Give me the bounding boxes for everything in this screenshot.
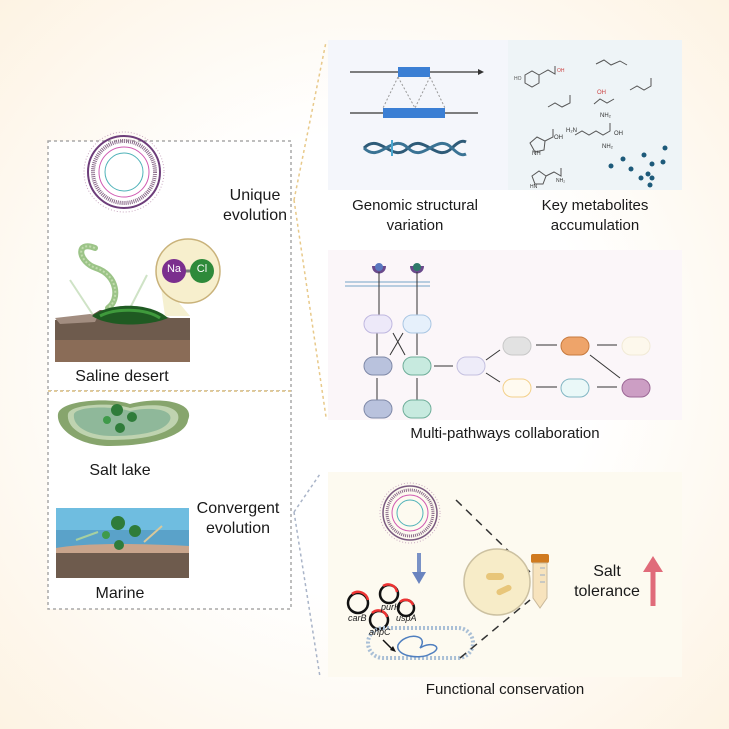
unique-connector-bottom (293, 199, 327, 418)
tube-icon (531, 554, 549, 609)
salt-tolerance-label: Salt tolerance (572, 562, 642, 602)
saline-desert-label: Saline desert (75, 368, 169, 385)
convergent-connector-top (293, 473, 321, 513)
genomic-caption-line1: Genomic structural (352, 197, 478, 214)
plasmid-icons (346, 583, 416, 631)
saline-desert-illustration (55, 243, 190, 362)
metabolite-label-ho: HO (514, 76, 522, 82)
metabolite-label-hn: HN (530, 184, 538, 190)
na-atom-label: Na (166, 263, 182, 275)
convergent-label-line1: Convergent (196, 500, 280, 517)
up-arrow-icon (643, 556, 663, 606)
metabolite-label-h2n: H₂N (566, 128, 577, 134)
metabolite-label-oh-4: OH (614, 131, 623, 137)
circular-genome-small-icon (379, 482, 441, 544)
pathways-caption: Multi-pathways collaboration (410, 425, 600, 442)
metabolites-caption-line1: Key metabolites (541, 197, 649, 214)
unique-evolution-label: Unique evolution (205, 186, 305, 226)
functional-caption: Functional conservation (425, 681, 585, 698)
bacterial-cell-icon (366, 626, 475, 660)
gene-label-purh: purH (381, 602, 401, 612)
metabolite-label-oh-2: OH (597, 90, 606, 96)
metabolite-structures (524, 59, 652, 185)
metabolite-label-oh-3: OH (554, 135, 563, 141)
metabolite-label-oh-1: OH (557, 68, 565, 74)
structural-variation-diagram (350, 67, 484, 118)
metabolites-caption: Key metabolites accumulation (515, 196, 675, 236)
metabolite-dots (608, 145, 668, 188)
salt-lake-label: Salt lake (89, 462, 151, 479)
metabolite-label-nh2-1: NH₂ (600, 113, 611, 119)
convergent-connector-bottom (293, 511, 321, 678)
unique-connector-top (293, 41, 327, 201)
petri-dish-icon (463, 548, 531, 616)
metabolite-label-nh2-3: NH₂ (556, 178, 566, 184)
metabolite-label-nh2-2: NH₂ (602, 144, 613, 150)
salt-tolerance-line1: Salt (593, 563, 621, 580)
convergent-evolution-label: Convergent evolution (183, 499, 293, 539)
cl-atom-label: Cl (196, 263, 208, 275)
circular-genome-icon (83, 131, 165, 213)
down-arrow-icon (412, 553, 426, 584)
gene-label-carb: carB (348, 613, 367, 623)
gene-label-uspa: uspA (396, 613, 417, 623)
salt-tolerance-line2: tolerance (574, 583, 640, 600)
salt-lake-illustration (57, 400, 190, 446)
marine-label: Marine (95, 585, 145, 602)
genomic-caption-line2: variation (386, 217, 444, 234)
gene-label-ahpc: ahpC (369, 627, 391, 637)
dna-helix-icon (362, 139, 467, 157)
metabolites-caption-line2: accumulation (550, 217, 640, 234)
genomic-variation-caption: Genomic structural variation (330, 196, 500, 236)
pathway-network (345, 263, 651, 419)
unique-label-line1: Unique (229, 187, 281, 204)
nacl-magnifier-icon (155, 238, 221, 316)
unique-label-line2: evolution (222, 207, 288, 224)
convergent-label-line2: evolution (205, 520, 271, 537)
metabolite-label-nh: NH (532, 151, 541, 157)
marine-illustration (56, 508, 189, 578)
